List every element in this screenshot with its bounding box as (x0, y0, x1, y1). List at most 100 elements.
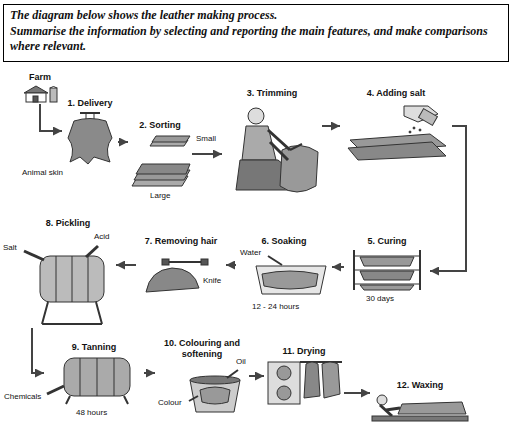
step-box: 7. Removing hair (136, 234, 226, 296)
step-box: 6. Soaking (236, 234, 332, 300)
prompt-box: The diagram below shows the leather maki… (3, 4, 509, 62)
process-arrow (118, 141, 128, 143)
waxing-worker (380, 405, 400, 416)
hair-removal (146, 259, 208, 292)
colouring-vat (189, 396, 198, 401)
part-label: Chemicals (4, 392, 41, 402)
curing-rack (360, 271, 414, 280)
animal-skin-hanging (80, 112, 100, 114)
colouring-vat (200, 387, 230, 404)
tanning-drum (47, 386, 64, 394)
colouring-vat (190, 380, 240, 412)
pickling-drum (24, 251, 44, 260)
soaking-tub (268, 256, 282, 265)
worker-trimming (280, 145, 318, 192)
hair-removal (201, 259, 208, 265)
colouring-vat (227, 370, 238, 378)
step-label: 12. Waxing (397, 380, 444, 391)
drying-machine (268, 362, 342, 404)
part-label: Acid (94, 232, 110, 242)
salt-hand (419, 109, 438, 126)
soaking-tub (262, 271, 318, 289)
step-box: 2. Sorting (128, 118, 192, 190)
curing-rack (360, 257, 414, 266)
pickling-drum (24, 246, 104, 324)
process-arrow (226, 264, 236, 266)
curing-rack (354, 256, 420, 284)
tanning-drum (47, 358, 130, 404)
process-arrow (322, 125, 340, 127)
salt-hand (419, 129, 421, 131)
part-label: Colour (158, 398, 182, 408)
part-label: Water (240, 248, 261, 258)
part-label: 48 hours (76, 408, 107, 418)
step-label: 3. Trimming (247, 88, 298, 99)
step-label: 4. Adding salt (367, 88, 426, 99)
hair-removal (168, 261, 202, 263)
process-arrow (332, 266, 344, 268)
process-arrow (32, 328, 44, 373)
pickling-drum (40, 256, 104, 302)
waxing-worker (377, 395, 387, 405)
salt-hand (348, 142, 446, 160)
part-label: Salt (3, 243, 17, 253)
colouring-vat (189, 370, 240, 412)
process-arrow (344, 392, 370, 394)
soaking-tub (256, 256, 326, 294)
curing-rack (360, 285, 414, 290)
prompt-text: Summarise the information by selecting a… (10, 24, 502, 54)
part-label: 12 - 24 hours (252, 302, 299, 312)
waxing-worker (372, 395, 468, 421)
process-arrow (116, 264, 136, 266)
step-label: 6. Soaking (261, 236, 306, 247)
part-label: 30 days (366, 294, 394, 304)
waxing-worker (398, 402, 466, 414)
colouring-vat (190, 376, 240, 384)
step-box: 4. Adding salt (340, 86, 452, 166)
pickling-drum (86, 246, 98, 257)
sorted-skins (132, 136, 190, 186)
worker-trimming (290, 144, 302, 150)
sorted-skins (136, 164, 190, 174)
tanning-drum (66, 396, 128, 404)
salt-hand (409, 131, 411, 133)
farm-icon (24, 86, 48, 93)
drying-machine (277, 386, 291, 400)
process-arrow (249, 375, 264, 377)
step-label: 8. Pickling (46, 218, 91, 229)
step-label: 5. Curing (367, 236, 406, 247)
step-label: 9. Tanning (72, 342, 116, 353)
part-label: Oil (236, 357, 246, 367)
process-arrow (430, 126, 466, 271)
step-box: 1. Delivery (62, 96, 118, 166)
step-label: 7. Removing hair (145, 236, 218, 247)
curing-rack (354, 250, 420, 290)
waxing-worker (372, 416, 468, 421)
farm-icon (33, 96, 38, 102)
drying-machine (268, 362, 300, 404)
farm-icon (50, 88, 57, 102)
part-label: Large (150, 191, 170, 201)
tanning-drum (80, 358, 114, 396)
part-label: Knife (203, 276, 221, 286)
animal-skin-hanging (68, 119, 112, 165)
curing-rack (354, 250, 420, 290)
drying-machine (322, 362, 340, 398)
step-box: 9. Tanning (44, 340, 144, 406)
step-box: Farm (18, 70, 62, 104)
worker-trimming (236, 108, 318, 192)
sorted-skins (152, 136, 190, 142)
soaking-tub (256, 266, 326, 294)
part-label: Animal skin (22, 168, 63, 178)
step-label: 11. Drying (282, 346, 325, 357)
step-label: 10. Colouring and softening (157, 338, 247, 360)
worker-trimming (248, 108, 264, 124)
part-label: Small (196, 134, 216, 144)
farm-icon (50, 87, 57, 89)
process-arrow (192, 153, 222, 155)
step-label: 2. Sorting (139, 120, 181, 131)
pickling-drum (42, 302, 102, 324)
step-box: 10. Colouring and softening (155, 336, 249, 420)
process-arrow (40, 104, 62, 131)
